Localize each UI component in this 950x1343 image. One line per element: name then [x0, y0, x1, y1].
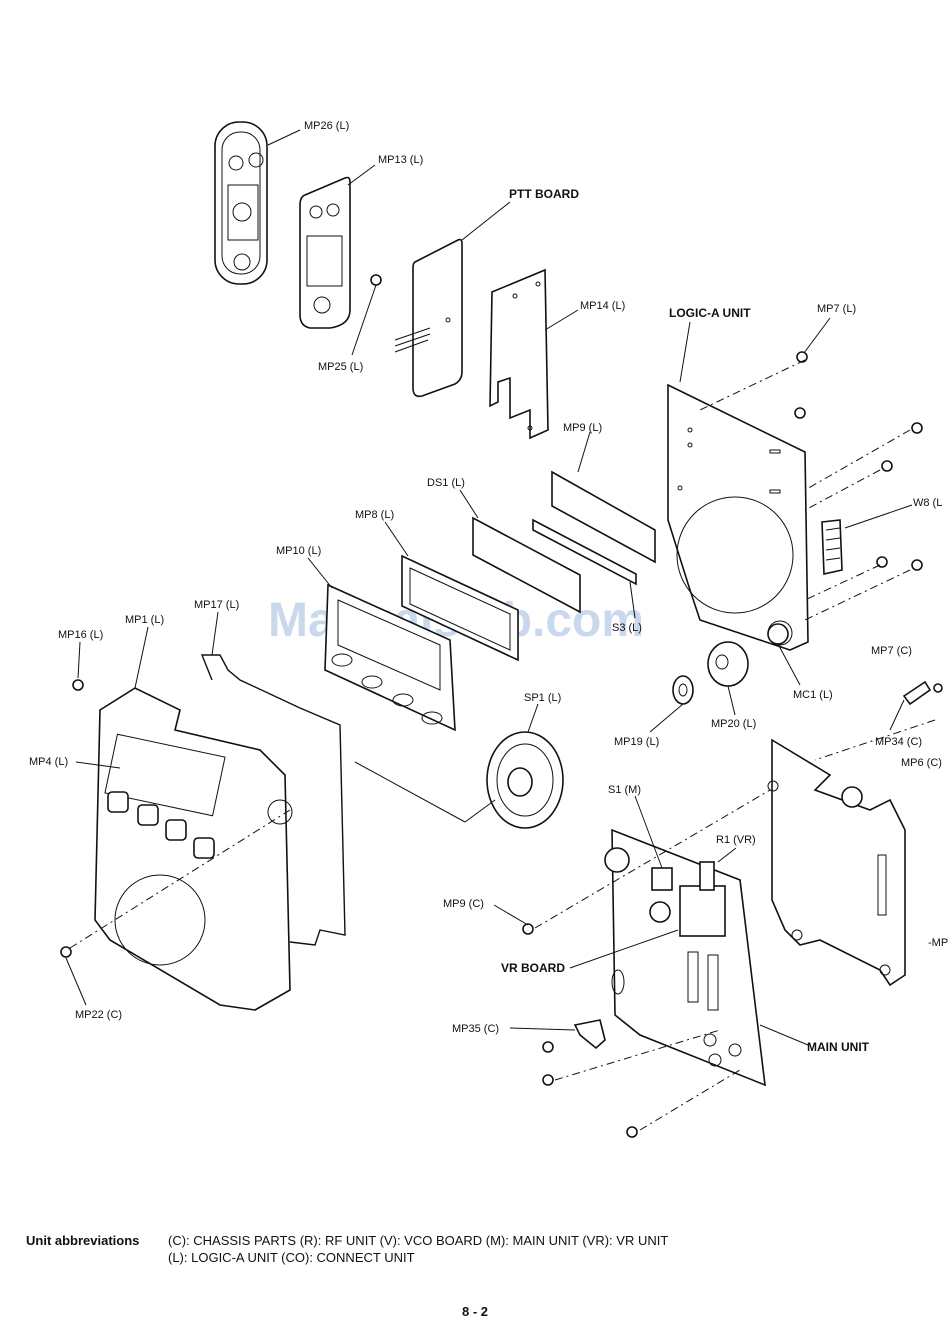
mp22-screw [60, 946, 72, 958]
assembly-lines [69, 359, 936, 1131]
label-mp20: MP20 (L) [711, 718, 756, 730]
chassis-bracket [767, 738, 906, 987]
label-mp-partial: -MP [928, 937, 948, 949]
label-main-unit: MAIN UNIT [807, 1040, 870, 1054]
label-mp6: MP6 (C) [901, 757, 942, 769]
label-mp19: MP19 (L) [614, 736, 659, 748]
mp17-wire [200, 654, 346, 946]
mp26-panel [214, 121, 268, 285]
sp1-speaker [486, 731, 564, 829]
mp14-bracket [489, 268, 549, 440]
label-mp9-c: MP9 (C) [443, 898, 484, 910]
unit-abbreviations: Unit abbreviations (C): CHASSIS PARTS (R)… [26, 1232, 668, 1266]
label-mp7-c: MP7 (C) [871, 645, 912, 657]
label-mp4: MP4 (L) [29, 756, 68, 768]
abbreviations-heading: Unit abbreviations [26, 1233, 140, 1248]
label-mp9-l: MP9 (L) [563, 422, 602, 434]
display-strips [472, 470, 656, 614]
ds1-display [472, 516, 581, 614]
label-mp16: MP16 (L) [58, 629, 103, 641]
abbreviations-line-1: (C): CHASSIS PARTS (R): RF UNIT (V): VCO… [168, 1233, 669, 1248]
label-mp17: MP17 (L) [194, 599, 239, 611]
label-mp14: MP14 (L) [580, 300, 625, 312]
leader-lines [65, 129, 913, 1046]
label-mp7-l: MP7 (L) [817, 303, 856, 315]
mp35-clip-and-screws [522, 923, 638, 1138]
s3-strip [532, 518, 637, 586]
mp13-gasket [299, 176, 351, 329]
page-number: 8 - 2 [461, 1304, 488, 1319]
mp25-screw [370, 274, 382, 286]
label-ds1: DS1 (L) [427, 477, 465, 489]
mic-parts [672, 623, 789, 705]
label-mp13: MP13 (L) [378, 154, 423, 166]
part-labels: MP26 (L) MP13 (L) PTT BOARD MP14 (L) MP2… [29, 120, 948, 1054]
mp1-front-case [94, 687, 293, 1011]
label-logic-a-unit: LOGIC-A UNIT [669, 306, 751, 320]
label-mp35: MP35 (C) [452, 1023, 499, 1035]
label-ptt-board: PTT BOARD [509, 187, 579, 201]
label-mp34: MP34 (C) [875, 736, 922, 748]
mp8-frame [401, 554, 519, 662]
label-vr-board: VR BOARD [501, 961, 565, 975]
mp9-strip [551, 470, 656, 564]
abbreviations-list: (C): CHASSIS PARTS (R): RF UNIT (V): VCO… [168, 1232, 668, 1266]
label-mp22: MP22 (C) [75, 1009, 122, 1021]
mp7c-standoff [902, 680, 943, 706]
label-s1: S1 (M) [608, 784, 641, 796]
r1-pot [679, 885, 726, 937]
mp10-keypad [324, 583, 456, 732]
abbreviations-line-2: (L): LOGIC-A UNIT (CO): CONNECT UNIT [168, 1250, 415, 1265]
ptt-board [394, 238, 463, 398]
label-s3: S3 (L) [612, 622, 642, 634]
label-sp1: SP1 (L) [524, 692, 561, 704]
label-mc1: MC1 (L) [793, 689, 833, 701]
s1-switch [604, 847, 630, 873]
label-r1: R1 (VR) [716, 834, 756, 846]
w8-flex-cable [821, 519, 843, 575]
logic-screws [794, 351, 923, 571]
mp16-screw [72, 679, 84, 691]
mp19-ring [672, 675, 694, 705]
logic-a-unit-board [667, 383, 809, 651]
label-w8: W8 (L [913, 497, 942, 509]
label-mp26: MP26 (L) [304, 120, 349, 132]
label-mp8: MP8 (L) [355, 509, 394, 521]
mc1-mic [767, 623, 789, 645]
label-mp1: MP1 (L) [125, 614, 164, 626]
label-mp25: MP25 (L) [318, 361, 363, 373]
label-mp10: MP10 (L) [276, 545, 321, 557]
main-unit-board [604, 828, 766, 1087]
